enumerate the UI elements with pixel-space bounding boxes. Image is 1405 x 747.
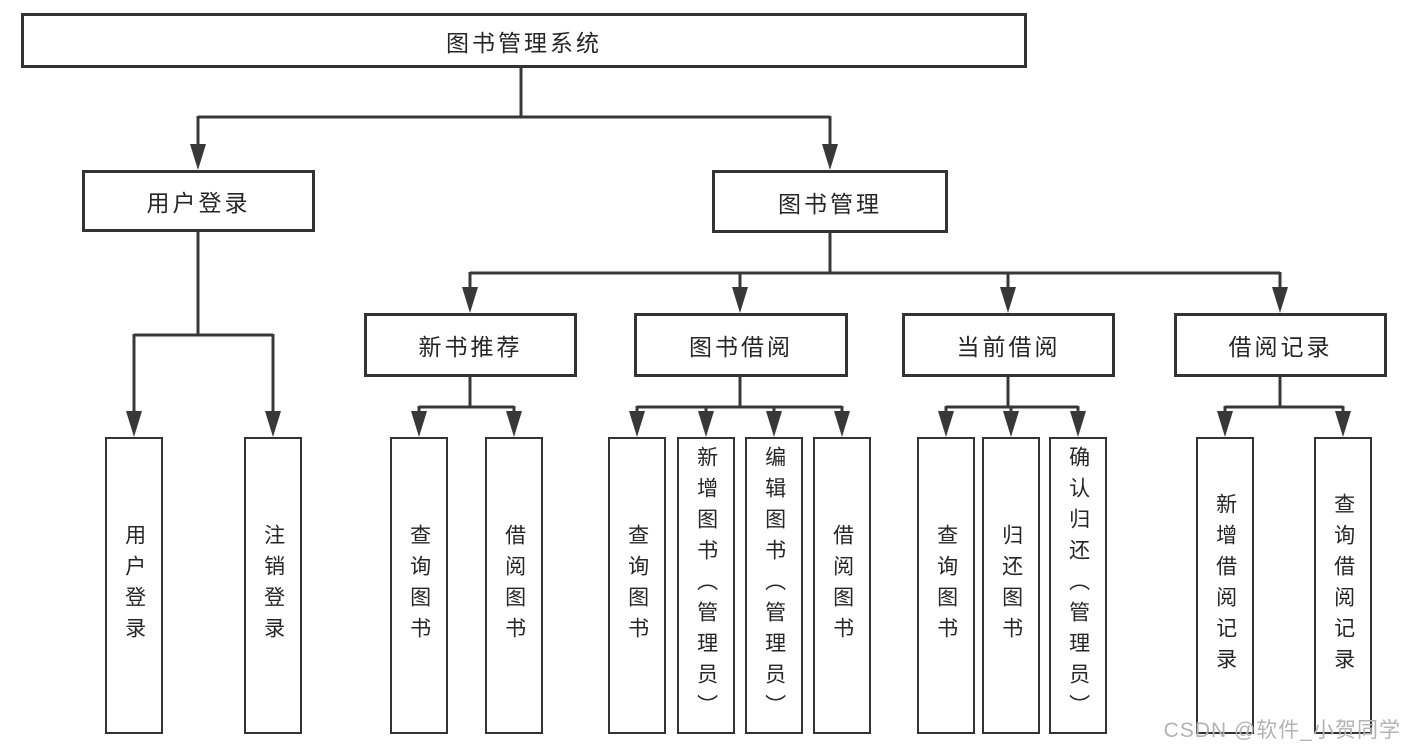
leaf-logout-login: 注销登录 <box>244 437 302 734</box>
connector-lines <box>132 68 1345 414</box>
leaf-confirm-return-admin-label: 确认归还（管理员） <box>1066 446 1090 725</box>
leaf-query-books-2: 查询图书 <box>608 437 666 734</box>
leaf-return-books-label: 归还图书 <box>999 523 1023 648</box>
node-current-borrow: 当前借阅 <box>902 313 1115 377</box>
leaf-add-borrow-record-label: 新增借阅记录 <box>1213 492 1237 679</box>
node-root: 图书管理系统 <box>21 13 1027 68</box>
node-book-borrow-label: 图书借阅 <box>689 334 793 360</box>
node-current-borrow-label: 当前借阅 <box>956 334 1061 360</box>
leaf-confirm-return-admin: 确认归还（管理员） <box>1049 437 1107 734</box>
connector-records-to-leaves <box>1223 377 1345 414</box>
leaf-query-books-1: 查询图书 <box>390 437 448 734</box>
connector-currentborrow-to-leaves <box>944 377 1080 414</box>
leaf-query-books-1-label: 查询图书 <box>407 523 431 648</box>
node-book-management: 图书管理 <box>712 170 948 233</box>
leaf-add-borrow-record: 新增借阅记录 <box>1196 437 1254 734</box>
leaf-query-borrow-record: 查询借阅记录 <box>1314 437 1372 734</box>
leaf-query-books-3-label: 查询图书 <box>934 523 958 648</box>
leaf-return-books: 归还图书 <box>982 437 1040 734</box>
leaf-query-borrow-record-label: 查询借阅记录 <box>1331 492 1355 679</box>
connector-bookborrow-to-leaves <box>635 377 844 414</box>
node-new-book-recommend: 新书推荐 <box>364 313 577 377</box>
leaf-borrow-books-2-label: 借阅图书 <box>830 523 854 648</box>
leaf-add-books-admin-label: 新增图书（管理员） <box>694 446 718 725</box>
leaf-logout-login-label: 注销登录 <box>261 523 285 648</box>
leaf-edit-books-admin-label: 编辑图书（管理员） <box>762 446 786 725</box>
leaf-borrow-books-1-label: 借阅图书 <box>502 523 526 648</box>
leaf-borrow-books-2: 借阅图书 <box>813 437 871 734</box>
connector-bookmgmt-to-level3 <box>468 233 1282 290</box>
leaf-query-books-3: 查询图书 <box>917 437 975 734</box>
connector-userlogin-to-leaves <box>132 232 275 414</box>
leaf-user-login: 用户登录 <box>105 437 163 734</box>
node-book-management-label: 图书管理 <box>778 190 882 217</box>
leaf-edit-books-admin: 编辑图书（管理员） <box>745 437 803 734</box>
connector-root-to-level2 <box>196 68 832 147</box>
node-new-book-recommend-label: 新书推荐 <box>418 334 523 360</box>
leaf-borrow-books-1: 借阅图书 <box>485 437 543 734</box>
node-root-label: 图书管理系统 <box>446 29 602 56</box>
leaf-user-login-label: 用户登录 <box>122 523 146 648</box>
node-borrow-records: 借阅记录 <box>1174 313 1387 377</box>
connector-newbooks-to-leaves <box>417 377 516 414</box>
node-user-login: 用户登录 <box>82 170 315 232</box>
leaf-add-books-admin: 新增图书（管理员） <box>677 437 735 734</box>
node-book-borrow: 图书借阅 <box>634 313 848 377</box>
watermark: CSDN @软件_小贺同学 <box>1163 719 1401 742</box>
leaf-query-books-2-label: 查询图书 <box>625 523 649 648</box>
node-user-login-label: 用户登录 <box>146 190 251 216</box>
node-borrow-records-label: 借阅记录 <box>1228 334 1333 360</box>
